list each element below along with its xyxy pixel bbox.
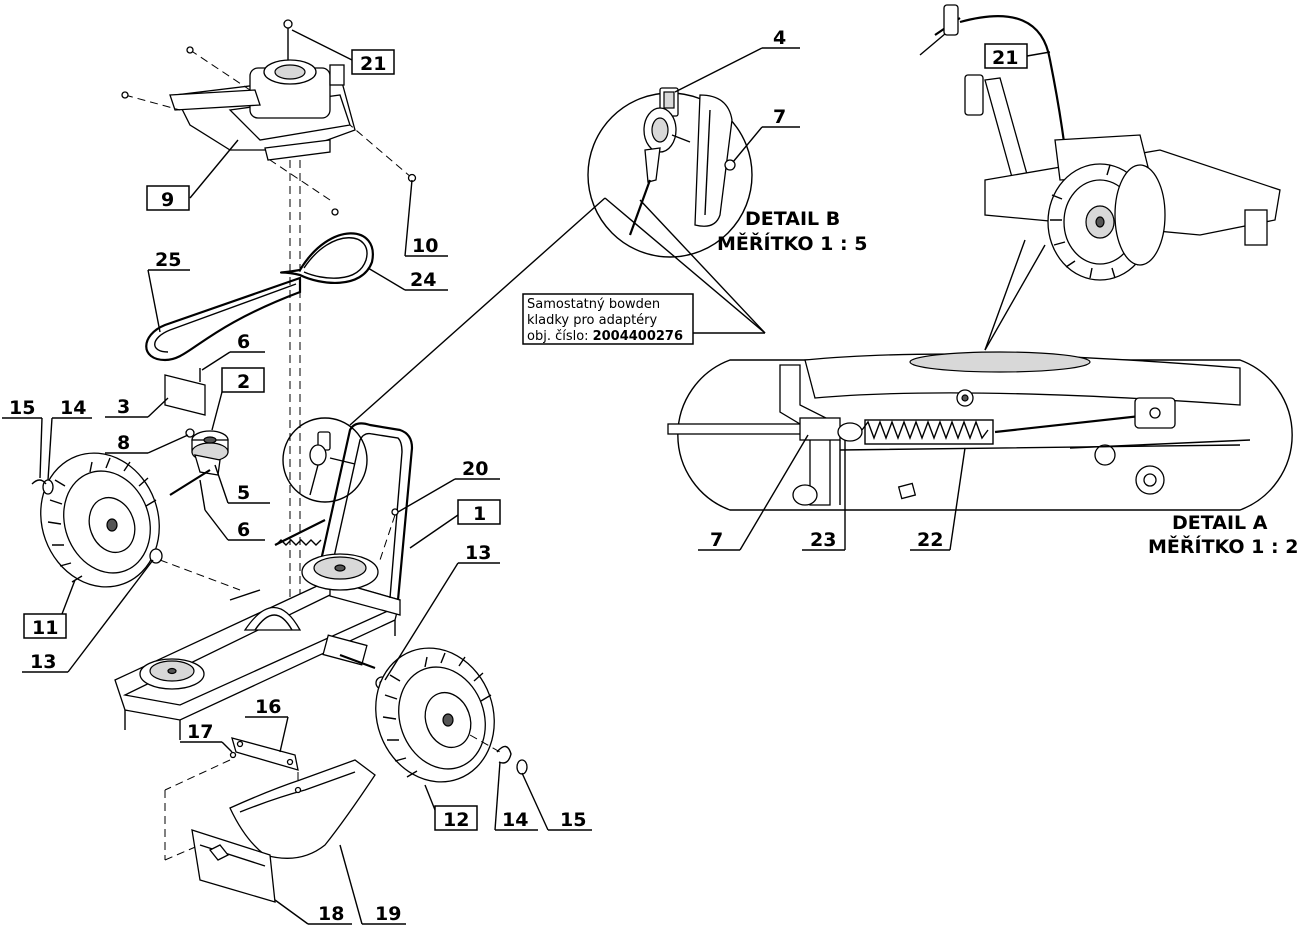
tension-arm-5	[169, 454, 221, 511]
callout-13-left: 13	[30, 651, 56, 673]
callout-12: 12	[443, 809, 469, 831]
drive-belt-25	[145, 276, 302, 362]
callout-8: 8	[117, 432, 130, 454]
callout-17: 17	[187, 721, 213, 743]
mower-assembly-overview	[919, 4, 1281, 281]
callout-3: 3	[117, 396, 130, 418]
tension-pulley-2	[191, 430, 229, 462]
bowden-order-note: Samostatný bowden kladky pro adaptéry ob…	[522, 293, 694, 345]
note-order-prefix: obj. číslo:	[527, 329, 589, 344]
callout-15-left: 15	[9, 397, 35, 419]
callout-1: 1	[473, 503, 486, 525]
callout-13-right: 13	[465, 542, 491, 564]
callout-14-left: 14	[60, 397, 86, 419]
note-order-number: 2004400276	[593, 329, 683, 344]
callout-16: 16	[255, 696, 281, 718]
detail-a-scale: MĚŘÍTKO 1 : 2	[1148, 535, 1298, 558]
cover-plate-16	[231, 737, 299, 771]
callout-21-right: 21	[992, 47, 1018, 69]
detail-b-title: DETAIL B	[745, 208, 840, 230]
callout-18: 18	[318, 903, 344, 925]
note-line-3: obj. číslo: 2004400276	[527, 329, 683, 344]
callout-20: 20	[462, 458, 488, 480]
detail-a-frame-view	[667, 351, 1251, 506]
callout-24: 24	[410, 269, 436, 291]
tension-bracket-3	[164, 368, 206, 416]
callout-14-right: 14	[502, 809, 528, 831]
callout-21-left: 21	[360, 53, 386, 75]
right-wheel-12	[375, 647, 495, 783]
callout-6-upper: 6	[237, 331, 250, 353]
callout-7-detail-b: 7	[773, 106, 786, 128]
guard-18	[191, 829, 276, 903]
callout-7-detail-a: 7	[710, 529, 723, 551]
bowden-lever-detail-b-small	[309, 431, 356, 496]
callout-19: 19	[375, 903, 401, 925]
handlebar-bracket-assembly	[169, 19, 356, 161]
callout-2: 2	[237, 371, 250, 393]
callout-25: 25	[155, 249, 181, 271]
callout-11: 11	[32, 617, 58, 639]
guard-19	[229, 759, 376, 859]
callout-4: 4	[773, 27, 786, 49]
drive-belt-24	[280, 232, 374, 284]
main-frame-1	[114, 422, 414, 740]
callout-6-lower: 6	[237, 519, 250, 541]
callout-15-right: 15	[560, 809, 586, 831]
callout-22: 22	[917, 529, 943, 551]
left-wheel-11	[40, 452, 160, 588]
detail-a-title: DETAIL A	[1172, 512, 1268, 534]
note-line-1: Samostatný bowden	[527, 297, 660, 312]
callout-23: 23	[810, 529, 836, 551]
note-line-2: kladky pro adaptéry	[527, 313, 658, 328]
callout-9: 9	[161, 189, 174, 211]
detail-b-scale: MĚŘÍTKO 1 : 5	[717, 232, 867, 255]
callout-10: 10	[412, 235, 438, 257]
callout-5: 5	[237, 482, 250, 504]
bowden-lever-detail-b	[628, 87, 736, 236]
